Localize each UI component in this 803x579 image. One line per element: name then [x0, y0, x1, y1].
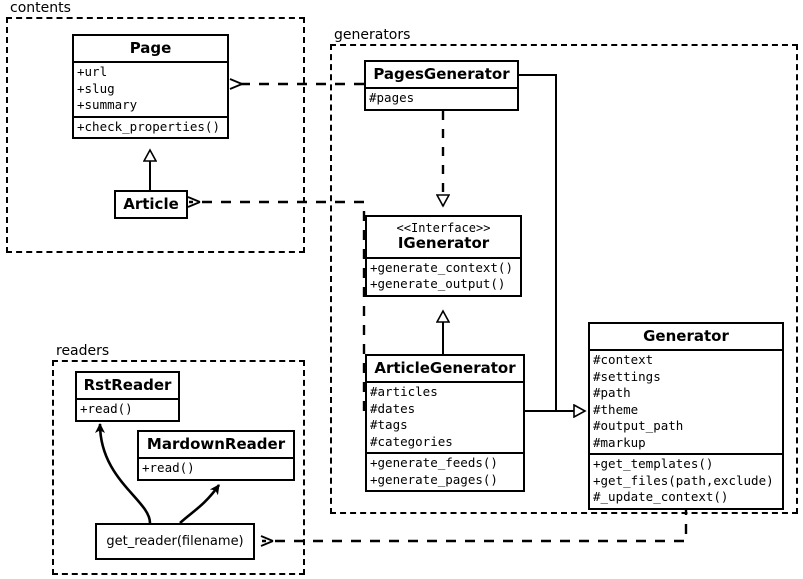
class-generator-methods: +get_templates() +get_files(path,exclude… — [590, 455, 782, 508]
class-igenerator-name: <<Interface>> IGenerator — [367, 217, 520, 259]
class-article-generator-attributes: #articles #dates #tags #categories — [367, 383, 523, 455]
method: +generate_context() — [370, 259, 513, 275]
class-igenerator-methods: +generate_context() +generate_output() — [367, 259, 520, 295]
package-readers — [52, 360, 305, 575]
attribute: #dates — [370, 400, 416, 416]
function-get-reader[interactable]: get_reader(filename) — [95, 523, 255, 560]
attribute: #categories — [370, 433, 453, 449]
package-contents-label: contents — [8, 0, 73, 16]
method: +generate_feeds() — [370, 455, 498, 471]
method: +generate_output() — [370, 276, 506, 292]
method: +read() — [80, 401, 133, 417]
attribute: #settings — [593, 368, 661, 384]
attribute: #theme — [593, 401, 639, 417]
class-igenerator[interactable]: <<Interface>> IGenerator +generate_conte… — [365, 215, 522, 297]
attribute: #path — [593, 385, 631, 401]
class-rst-reader[interactable]: RstReader +read() — [75, 371, 180, 422]
attribute: +url — [77, 64, 108, 80]
class-mardown-reader-methods: +read() — [139, 459, 293, 479]
class-rst-reader-name: RstReader — [77, 373, 178, 401]
class-pages-generator-attributes: #pages — [366, 89, 517, 109]
attribute: #tags — [370, 417, 408, 433]
attribute: #context — [593, 352, 654, 368]
class-rst-reader-methods: +read() — [77, 400, 178, 420]
class-mardown-reader[interactable]: MardownReader +read() — [137, 430, 295, 481]
package-generators-label: generators — [332, 27, 413, 43]
class-article[interactable]: Article — [114, 190, 188, 220]
package-contents — [6, 17, 305, 253]
package-readers-label: readers — [54, 343, 112, 359]
attribute: #pages — [369, 90, 415, 106]
class-pages-generator-name: PagesGenerator — [366, 62, 517, 90]
attribute: +slug — [77, 80, 115, 96]
method: #_update_context() — [593, 489, 729, 505]
class-generator-attributes: #context #settings #path #theme #output_… — [590, 351, 782, 456]
class-generator[interactable]: Generator #context #settings #path #them… — [588, 322, 784, 510]
class-article-generator-name: ArticleGenerator — [367, 356, 523, 384]
attribute: #articles — [370, 384, 438, 400]
method: +check_properties() — [77, 118, 220, 134]
class-article-generator[interactable]: ArticleGenerator #articles #dates #tags … — [365, 354, 525, 493]
attribute: #output_path — [593, 418, 684, 434]
method: +get_files(path,exclude) — [593, 472, 774, 488]
class-page-name: Page — [74, 36, 227, 64]
class-pages-generator[interactable]: PagesGenerator #pages — [364, 60, 519, 111]
class-mardown-reader-name: MardownReader — [139, 432, 293, 460]
class-igenerator-stereotype: <<Interface>> — [396, 221, 491, 235]
class-page-attributes: +url +slug +summary — [74, 63, 227, 118]
attribute: +summary — [77, 97, 138, 113]
class-article-name: Article — [123, 195, 179, 213]
class-page-methods: +check_properties() — [74, 118, 227, 138]
class-page[interactable]: Page +url +slug +summary +check_properti… — [72, 34, 229, 140]
class-article-generator-methods: +generate_feeds() +generate_pages() — [367, 454, 523, 490]
method: +get_templates() — [593, 456, 714, 472]
class-generator-name: Generator — [590, 324, 782, 352]
method: +generate_pages() — [370, 471, 498, 487]
method: +read() — [142, 460, 195, 476]
attribute: #markup — [593, 434, 646, 450]
class-igenerator-title: IGenerator — [397, 234, 490, 253]
